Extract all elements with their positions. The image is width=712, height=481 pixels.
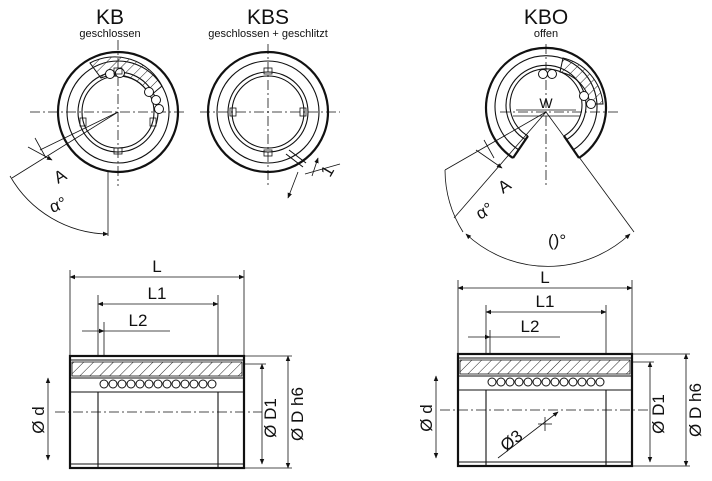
kbo-end-view: W A α° ()° xyxy=(444,44,635,267)
kb-title: KB xyxy=(96,6,124,29)
kbs-subtitle: geschlossen + geschlitzt xyxy=(208,28,328,40)
kb-angle-label: α° xyxy=(47,193,69,217)
kb-ball-row xyxy=(99,379,217,389)
kbo-title: KBO xyxy=(524,6,568,29)
kbo-length-l: L xyxy=(540,268,549,287)
kb-outer-diameter: Ø D h6 xyxy=(288,387,307,441)
kb-length-l1: L1 xyxy=(148,284,167,303)
kbo-outer-diameter: Ø D h6 xyxy=(686,383,705,437)
kbo-subtitle: offen xyxy=(534,28,558,40)
kbs-slot-dimension: 1 xyxy=(317,162,338,180)
kbs-end-view: 1 xyxy=(200,44,341,199)
kbo-hole-diameter: Ø3 xyxy=(497,426,527,455)
kb-side-view: L L1 L2 Ø d Ø D1 xyxy=(29,257,307,470)
kb-inner-diameter: Ø d xyxy=(29,406,48,433)
kbo-dimension-a: A xyxy=(494,175,515,197)
kb-length-l: L xyxy=(152,257,161,276)
kbs-title: KBS xyxy=(247,6,289,29)
kbo-diameter-d1: Ø D1 xyxy=(649,394,668,434)
kbo-alpha-label: α° xyxy=(473,199,497,224)
variant-titles: KB geschlossen KBS geschlossen + geschli… xyxy=(79,6,568,40)
kb-subtitle: geschlossen xyxy=(79,28,140,40)
kbo-inner-diameter: Ø d xyxy=(417,404,436,431)
kbo-side-view: L L1 L2 Ø3 Ø d Ø xyxy=(417,268,705,468)
kb-diameter-d1: Ø D1 xyxy=(261,398,280,438)
kb-dimension-a: A xyxy=(51,165,71,187)
kbo-length-l2: L2 xyxy=(521,317,540,336)
kb-length-l2: L2 xyxy=(129,311,148,330)
kbo-length-l1: L1 xyxy=(536,292,555,311)
kb-end-view: A α° xyxy=(9,40,185,237)
kbo-opening-angle: ()° xyxy=(548,231,566,250)
kbo-ball-row xyxy=(487,377,605,387)
kbo-width-w: W xyxy=(539,95,553,111)
